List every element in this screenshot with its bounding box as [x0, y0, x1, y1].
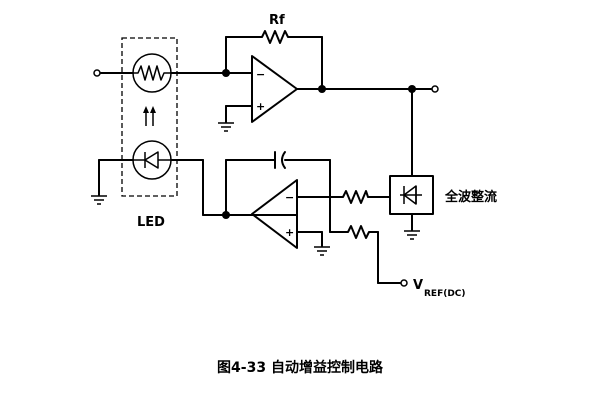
opamp-1: − +	[251, 55, 298, 123]
ground-icon	[314, 246, 330, 256]
svg-text:−: −	[256, 68, 265, 81]
photoresistor	[132, 53, 172, 93]
feedback-capacitor	[274, 151, 286, 169]
led-label: LED	[137, 215, 165, 230]
vref-resistor	[344, 225, 373, 239]
ground-icon	[91, 195, 107, 205]
opamp-2: − +	[251, 179, 298, 249]
led	[132, 140, 172, 180]
svg-text:−: −	[285, 191, 294, 204]
rectifier-label: 全波整流	[444, 189, 497, 205]
ground-icon	[218, 122, 234, 132]
figure-caption: 图4-33 自动增益控制电路	[217, 359, 384, 376]
output-terminal	[431, 85, 439, 93]
vref-label: V	[413, 278, 423, 293]
rectifier-resistor	[339, 190, 371, 204]
full-wave-rectifier	[389, 175, 434, 215]
rf-label: Rf	[269, 13, 285, 28]
vref-subscript: REF(DC)	[424, 289, 466, 299]
wires	[98, 36, 432, 284]
junction-dots	[222, 69, 416, 219]
vref-terminal	[400, 279, 408, 287]
ground-icon	[404, 230, 420, 240]
led-optocoupler-box	[121, 37, 178, 197]
light-arrows-icon	[143, 106, 156, 126]
input-terminal	[93, 69, 101, 77]
svg-text:+: +	[256, 100, 265, 113]
svg-text:+: +	[285, 226, 294, 239]
rf-resistor	[257, 30, 291, 44]
